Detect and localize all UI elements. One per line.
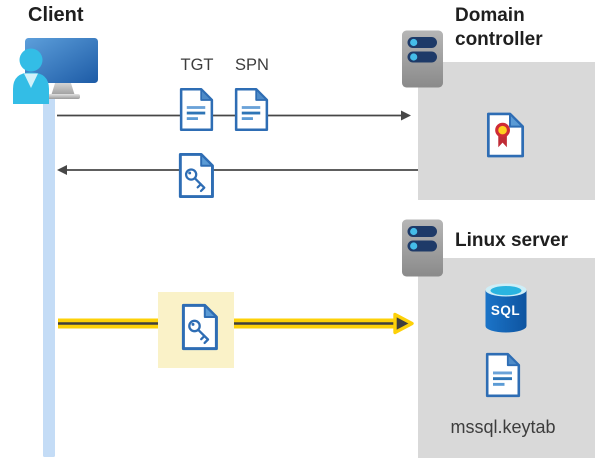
tgt-label: TGT (180, 56, 214, 74)
client-lifeline-bar (43, 94, 55, 457)
client-user-monitor-icon (13, 38, 98, 104)
certificate-document-icon (486, 112, 525, 158)
service-ticket-key-document-icon (178, 152, 214, 199)
domain-controller-label: Domain controller (455, 5, 543, 50)
domain-controller-server-icon (402, 30, 443, 88)
spn-label: SPN (235, 56, 269, 74)
tgt-document-icon (179, 88, 214, 131)
response-arrow (57, 165, 418, 175)
sql-badge-label: SQL (490, 303, 521, 318)
linux-server-label: Linux server (455, 230, 568, 251)
keytab-document-icon (485, 352, 521, 398)
auth-arrow (58, 312, 414, 335)
highlighted-key-document-icon (181, 303, 218, 351)
client-label: Client (28, 4, 84, 26)
keytab-filename-label: mssql.keytab (450, 417, 556, 437)
monitor-base (46, 94, 80, 99)
request-arrow (57, 110, 411, 121)
linux-server-icon (402, 219, 443, 277)
monitor-icon (25, 38, 98, 83)
spn-document-icon (234, 88, 269, 131)
monitor-stand (51, 80, 75, 96)
user-icon (13, 48, 49, 104)
sql-database-icon (485, 283, 527, 333)
